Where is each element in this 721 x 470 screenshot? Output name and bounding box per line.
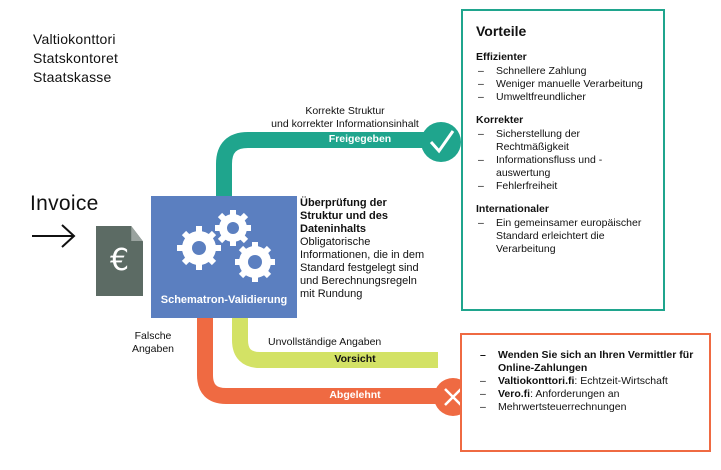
org-line-3: Staatskasse [33, 69, 112, 85]
check-description: Überprüfung der Struktur und des Datenin… [300, 197, 425, 301]
rejected-caption-line-2: Angaben [131, 343, 175, 355]
actions-panel: Wenden Sie sich an Ihren Vermittler für … [460, 333, 711, 452]
benefits-list-item: Informationsfluss und -auswertung [476, 154, 651, 180]
action-item: Valtiokonttori.fi: Echtzeit-Wirtschaft [478, 375, 699, 388]
action-item-bold: Vero.fi [498, 388, 531, 400]
rejected-label: Abgelehnt [329, 389, 381, 401]
caution-path [232, 318, 438, 368]
x-mark-icon [444, 388, 462, 406]
benefits-panel: Vorteile Effizienter Schnellere Zahlung … [461, 9, 665, 311]
caution-caption: Unvollständige Angaben [268, 336, 382, 348]
action-item: Mehrwertsteuerrechnungen [478, 401, 699, 414]
rejected-path [197, 318, 446, 404]
benefits-list-item: Ein gemeinsamer europäischer Standard er… [476, 217, 651, 256]
rejected-caption-line-1: Falsche [134, 330, 172, 342]
benefits-list-item: Fehlerfreiheit [476, 180, 651, 193]
schematron-box: Schematron-Validierung [151, 196, 297, 318]
gears-icon [177, 210, 275, 282]
approved-caption-line-2: und korrekter Informationsinhalt [271, 118, 419, 130]
check-title: Überprüfung der Struktur und des Datenin… [300, 197, 389, 235]
check-body: Obligatorische Informationen, die in dem… [300, 236, 425, 300]
approved-label: Freigegeben [328, 133, 392, 145]
benefits-list: Ein gemeinsamer europäischer Standard er… [476, 217, 651, 256]
approved-caption: Korrekte Struktur und korrekter Informat… [270, 105, 420, 131]
invoice-label: Invoice [30, 192, 99, 215]
action-item: Wenden Sie sich an Ihren Vermittler für … [478, 349, 699, 375]
benefits-list: Schnellere Zahlung Weniger manuelle Vera… [476, 65, 651, 104]
action-item-rest: : Echtzeit-Wirtschaft [574, 375, 668, 387]
benefits-list-item: Weniger manuelle Verarbeitung [476, 78, 651, 91]
check-mark-icon [429, 130, 455, 154]
org-line-2: Statskontoret [33, 50, 119, 66]
rejected-caption: Falsche Angaben [118, 330, 188, 356]
benefits-list-item: Sicherstellung der Rechtmäßigkeit [476, 128, 651, 154]
action-item-rest: : Anforderungen an [530, 388, 620, 400]
invoice-document-icon: € [96, 226, 143, 296]
benefits-section-title: Internationaler [476, 203, 549, 215]
approved-caption-line-1: Korrekte Struktur [305, 105, 385, 117]
approved-path [216, 132, 440, 200]
benefits-section-title: Korrekter [476, 114, 524, 126]
action-item-bold: Valtiokonttori.fi [498, 375, 575, 387]
schematron-label: Schematron-Validierung [160, 294, 288, 306]
org-line-1: Valtiokonttori [33, 31, 116, 47]
benefits-list-item: Schnellere Zahlung [476, 65, 651, 78]
euro-icon: € [109, 243, 130, 278]
arrow-right-icon [32, 224, 76, 248]
benefits-list-item: Umweltfreundlicher [476, 91, 651, 104]
benefits-section-title: Effizienter [476, 51, 527, 63]
caution-label: Vorsicht [334, 353, 376, 365]
approved-circle [421, 122, 461, 162]
organization-name: Valtiokonttori Statskontoret Staatskasse [33, 30, 118, 87]
benefits-title: Vorteile [476, 23, 527, 39]
action-item: Vero.fi: Anforderungen an [478, 388, 699, 401]
benefits-list: Sicherstellung der Rechtmäßigkeit Inform… [476, 128, 651, 193]
